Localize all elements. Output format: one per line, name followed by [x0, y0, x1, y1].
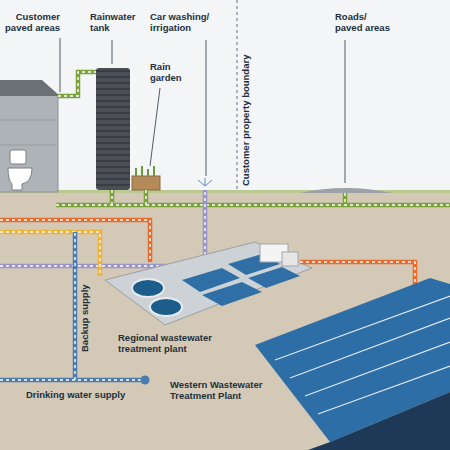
- label-text: Customer property boundary: [241, 55, 252, 186]
- label-text: Customer paved areas: [4, 12, 60, 34]
- label-text: Car washing/ irrigation: [150, 12, 218, 34]
- leader-lines: [60, 38, 345, 183]
- label-text: Rainwater tank: [90, 12, 140, 34]
- sky: [0, 0, 450, 193]
- ground: [0, 192, 450, 450]
- sprinkler: [198, 178, 212, 186]
- label-text: Backup supply: [80, 284, 91, 352]
- label-text: Western Wastewater Treatment Plant: [170, 380, 278, 402]
- western-plant: [255, 278, 450, 450]
- rainwater-tank: [96, 68, 130, 190]
- road: [300, 188, 392, 193]
- label-text: Drinking water supply: [26, 390, 146, 401]
- water: [308, 392, 450, 450]
- label-text: Roads/ paved areas: [335, 12, 391, 34]
- label-text: Regional wastewater treatment plant: [118, 333, 218, 355]
- house: [0, 80, 60, 192]
- boundary-line: [237, 0, 238, 192]
- label-text: Rain garden: [150, 62, 190, 84]
- regional-plant: [105, 242, 312, 325]
- rain-garden: [132, 166, 160, 190]
